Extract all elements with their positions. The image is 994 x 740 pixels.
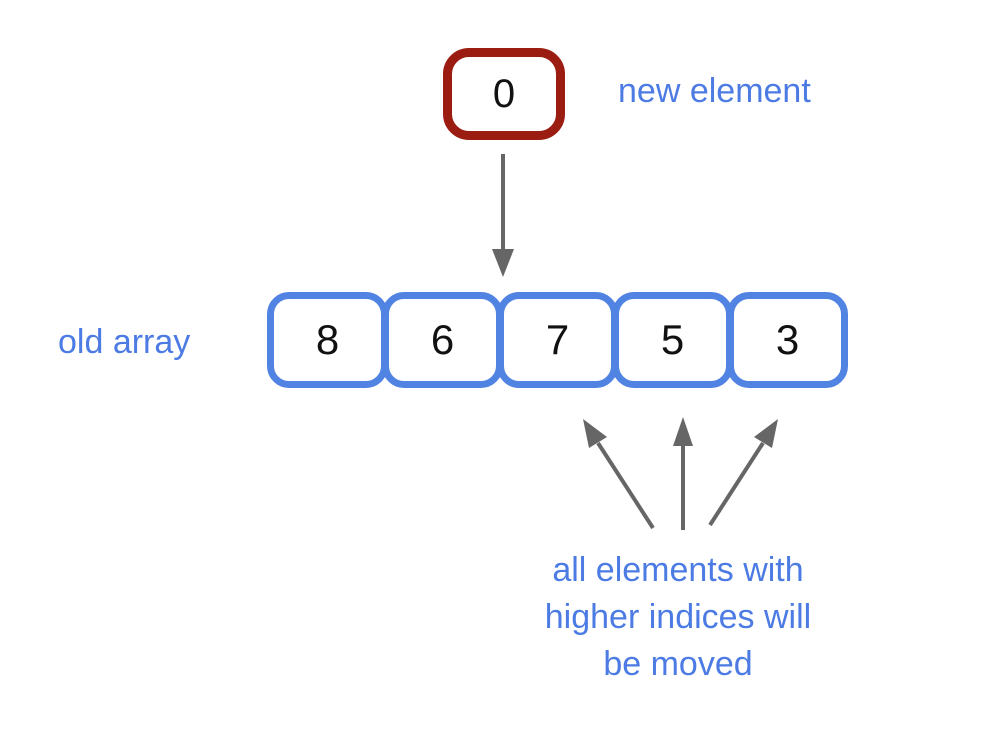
new-element-label: new element xyxy=(618,72,811,110)
array-cell-value: 3 xyxy=(775,316,800,363)
shift-arrow-left-icon xyxy=(583,419,655,530)
shift-arrow-middle-icon xyxy=(673,417,693,530)
array-cell: 8 xyxy=(267,292,388,388)
old-array: 8 6 7 5 3 xyxy=(267,292,848,388)
shift-annotation-line: higher indices will xyxy=(544,598,812,636)
array-cell: 6 xyxy=(382,292,503,388)
shift-annotation-line: all elements with xyxy=(552,551,804,589)
insert-arrow-down-icon xyxy=(492,154,514,277)
array-cell: 3 xyxy=(727,292,848,388)
array-cell: 5 xyxy=(612,292,733,388)
shift-annotation-line: be moved xyxy=(603,645,753,683)
shift-arrow-right-icon xyxy=(708,419,778,527)
shift-annotation: all elements with higher indices will be… xyxy=(478,547,878,688)
array-cell-value: 5 xyxy=(660,316,685,363)
new-element-value: 0 xyxy=(492,72,516,116)
array-cell-value: 8 xyxy=(315,316,340,363)
old-array-label: old array xyxy=(58,323,191,361)
array-cell: 7 xyxy=(497,292,618,388)
new-element-box: 0 xyxy=(443,48,565,140)
array-cell-value: 6 xyxy=(430,316,455,363)
array-cell-value: 7 xyxy=(545,316,570,363)
